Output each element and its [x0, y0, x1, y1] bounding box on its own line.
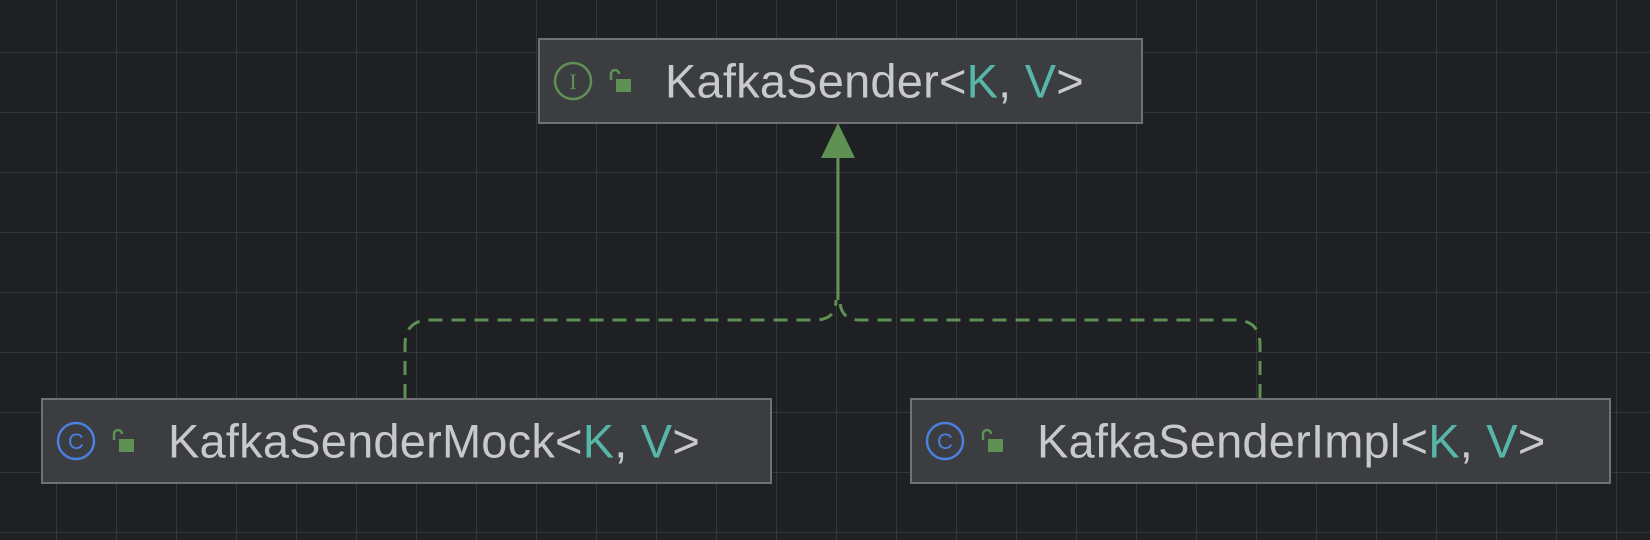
- public-lock-icon: [109, 426, 139, 456]
- interface-icon: I: [553, 61, 593, 101]
- type-param-v: V: [1024, 54, 1057, 108]
- interface-label: KafkaSender<K, V>: [665, 54, 1084, 109]
- svg-text:I: I: [569, 69, 576, 94]
- generic-close: >: [672, 414, 701, 468]
- type-param-v: V: [1486, 414, 1518, 468]
- generic-open: <: [555, 414, 583, 468]
- public-lock-icon: [978, 426, 1008, 456]
- type-param-separator: ,: [614, 414, 641, 468]
- class-label: KafkaSenderMock<K, V>: [168, 414, 700, 469]
- class-name: KafkaSenderImpl: [1037, 414, 1401, 468]
- class-name: KafkaSenderMock: [168, 414, 556, 468]
- class-icon: C: [925, 421, 965, 461]
- class-node-kafkasenderimpl[interactable]: C KafkaSenderImpl<K, V>: [910, 398, 1611, 484]
- interface-node-kafkasender[interactable]: I KafkaSender<K, V>: [538, 38, 1143, 124]
- type-param-separator: ,: [1459, 414, 1487, 468]
- inheritance-arrowhead: [821, 123, 855, 158]
- generic-open: <: [1400, 414, 1429, 468]
- interface-name: KafkaSender: [665, 54, 939, 108]
- public-lock-icon: [606, 66, 636, 96]
- type-param-k: K: [582, 414, 615, 468]
- generic-open: <: [938, 54, 967, 108]
- class-node-kafkasendermock[interactable]: C KafkaSenderMock<K, V>: [41, 398, 772, 484]
- generic-close: >: [1517, 414, 1546, 468]
- type-param-v: V: [640, 414, 673, 468]
- edge-impl-to-interface: [838, 299, 1262, 398]
- edge-mock-to-interface: [403, 299, 838, 398]
- class-icon: C: [56, 421, 96, 461]
- class-label: KafkaSenderImpl<K, V>: [1037, 414, 1546, 469]
- type-param-k: K: [966, 54, 999, 108]
- svg-text:C: C: [937, 429, 953, 454]
- type-param-k: K: [1428, 414, 1460, 468]
- type-param-separator: ,: [998, 54, 1025, 108]
- generic-close: >: [1056, 54, 1084, 108]
- svg-text:C: C: [68, 429, 84, 454]
